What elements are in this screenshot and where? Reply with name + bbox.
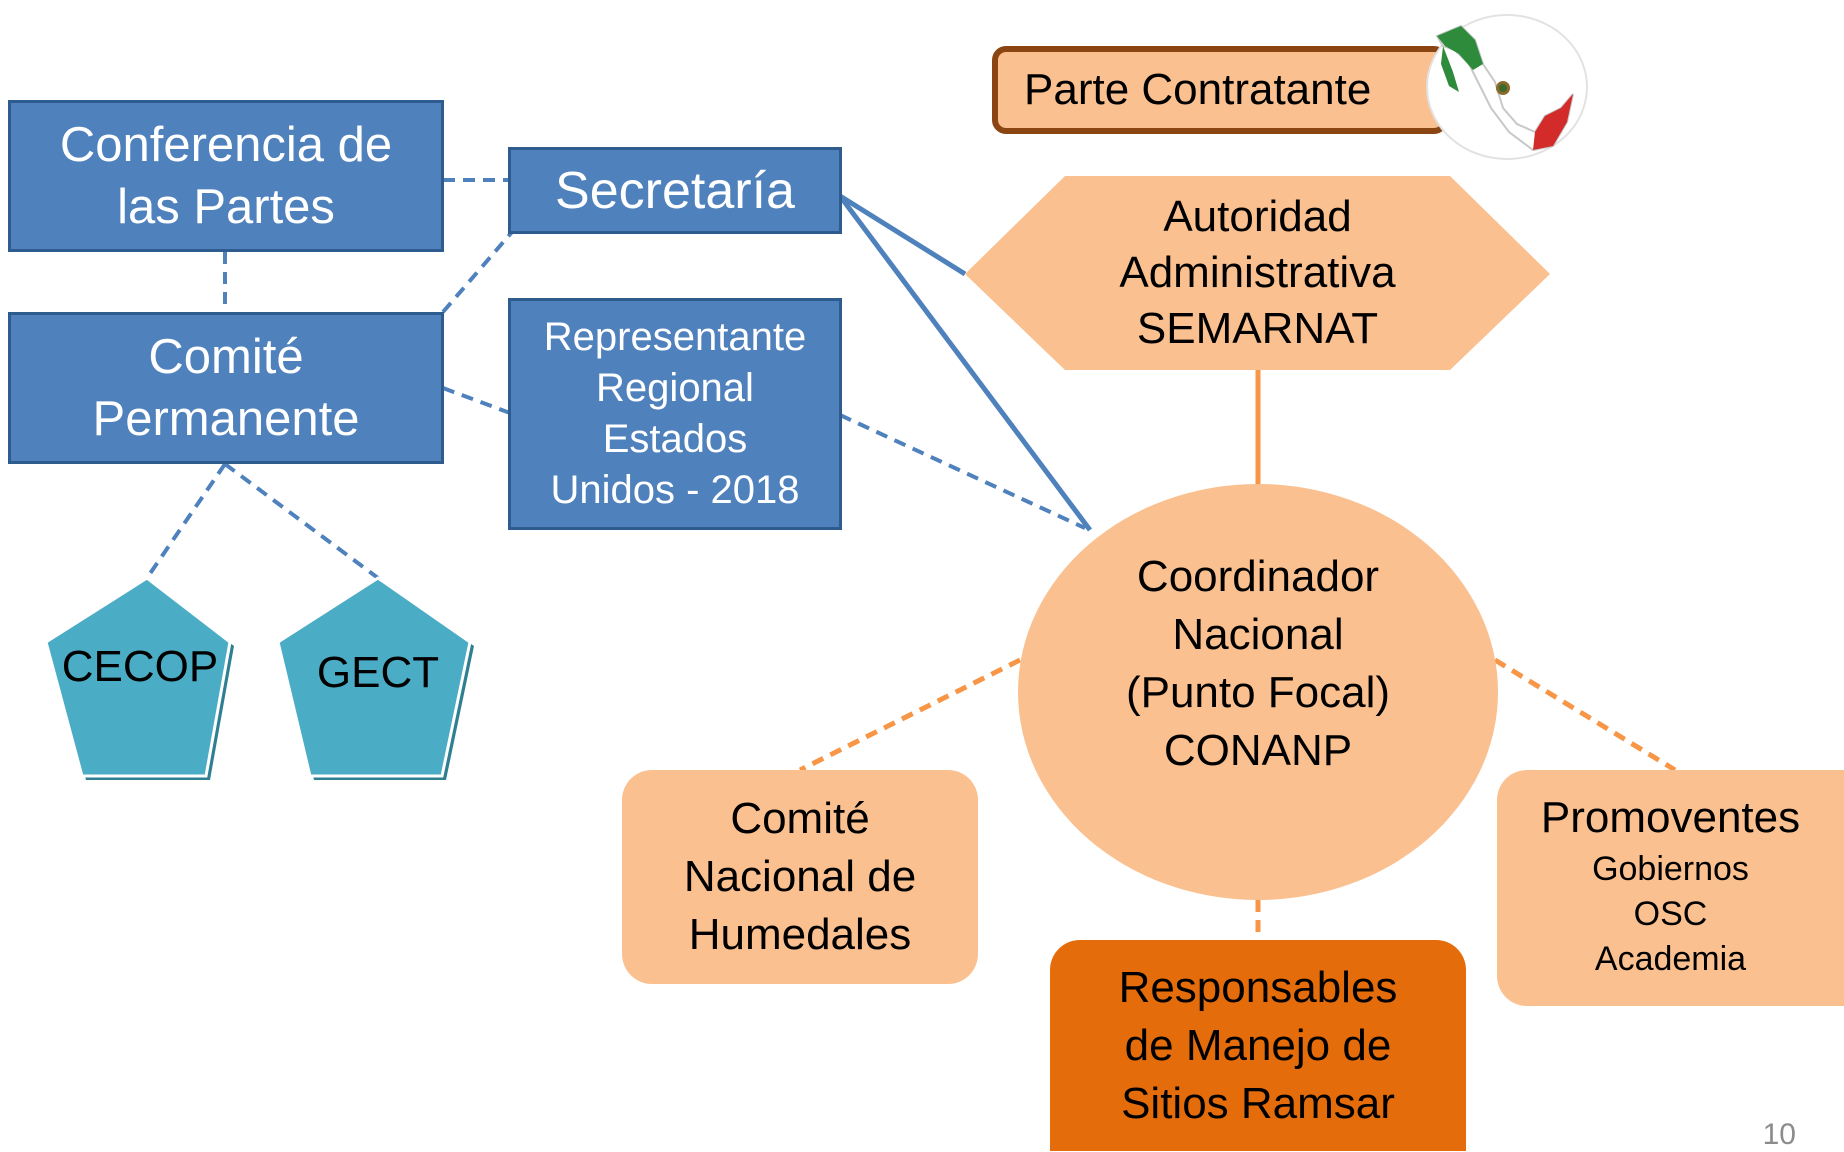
promoventes-box: Promoventes Gobiernos OSC Academia — [1497, 770, 1844, 1006]
comite-nacional-label-line2: Nacional de — [683, 852, 917, 901]
coordinador-label-line4: CONANP — [1163, 726, 1353, 775]
representante-label-line4: Unidos - 2018 — [550, 468, 800, 512]
coordinador-label-line1: Coordinador — [1136, 552, 1380, 601]
representante-label-line1: Representante — [543, 315, 807, 359]
promoventes-item-osc: OSC — [1633, 894, 1708, 933]
conferencia-de-las-partes-box: Conferencia de las Partes — [8, 100, 444, 252]
promoventes-item-gobiernos: Gobiernos — [1592, 849, 1749, 888]
responsables-label-line1: Responsables — [1118, 962, 1398, 1012]
connector-comite-gect — [223, 462, 380, 580]
secretaria-box: Secretaría — [508, 147, 842, 234]
conferencia-label-line2: las Partes — [117, 180, 335, 234]
comite-permanente-label-line1: Comité — [148, 330, 304, 384]
representante-regional-box: Representante Regional Estados Unidos - … — [508, 298, 842, 530]
gect-label: GECT — [316, 648, 440, 697]
connector-secretaria-autoridad — [838, 193, 967, 277]
comite-permanente-box: Comité Permanente — [8, 312, 444, 464]
representante-label-line2: Regional — [596, 366, 754, 410]
responsables-manejo-box: Responsables de Manejo de Sitios Ramsar — [1050, 940, 1466, 1151]
mexico-flag-map-icon — [1425, 12, 1589, 162]
connector-secretaria-coordinador — [837, 194, 1093, 532]
connector-representante-coordinador — [839, 413, 1086, 530]
comite-nacional-humedales-box: Comité Nacional de Humedales — [622, 770, 978, 984]
coordinador-ellipse-shape — [1018, 484, 1498, 900]
coordinador-label-line2: Nacional — [1172, 610, 1344, 659]
secretaria-label: Secretaría — [555, 161, 795, 220]
connector-coordinador-comite-nacional — [798, 657, 1022, 773]
coordinador-label-line3: (Punto Focal) — [1125, 668, 1391, 717]
autoridad-administrativa-node: Autoridad Administrativa SEMARNAT — [1065, 176, 1450, 370]
coordinador-nacional-node: Coordinador Nacional (Punto Focal) CONAN… — [1060, 548, 1456, 780]
page-number: 10 — [1762, 1118, 1796, 1151]
responsables-label-line2: de Manejo de — [1124, 1020, 1392, 1070]
autoridad-label-line2: Administrativa — [1119, 248, 1396, 297]
promoventes-title: Promoventes — [1540, 792, 1801, 842]
cecop-pentagon-shape — [44, 576, 234, 780]
comite-nacional-label-line3: Humedales — [688, 910, 912, 959]
promoventes-item-academia: Academia — [1594, 939, 1747, 978]
comite-nacional-label-line1: Comité — [730, 794, 870, 843]
autoridad-label-line3: SEMARNAT — [1136, 304, 1379, 353]
cecop-label: CECOP — [61, 642, 219, 691]
responsables-label-line3: Sitios Ramsar — [1121, 1078, 1395, 1128]
connector-coordinador-promoventes — [1493, 657, 1677, 773]
connector-comite-secretaria — [441, 230, 514, 314]
autoridad-hexagon-shape — [965, 176, 1550, 370]
comite-permanente-label-line2: Permanente — [92, 392, 360, 446]
autoridad-label-line1: Autoridad — [1163, 192, 1352, 241]
representante-label-line3: Estados — [602, 417, 748, 461]
connector-comite-representante — [442, 386, 511, 415]
parte-contratante-label: Parte Contratante — [1024, 65, 1372, 114]
connector-comite-cecop — [145, 462, 227, 580]
parte-contratante-box: Parte Contratante — [992, 46, 1448, 134]
gect-pentagon-shape — [276, 576, 474, 780]
conferencia-label-line1: Conferencia de — [59, 118, 393, 172]
